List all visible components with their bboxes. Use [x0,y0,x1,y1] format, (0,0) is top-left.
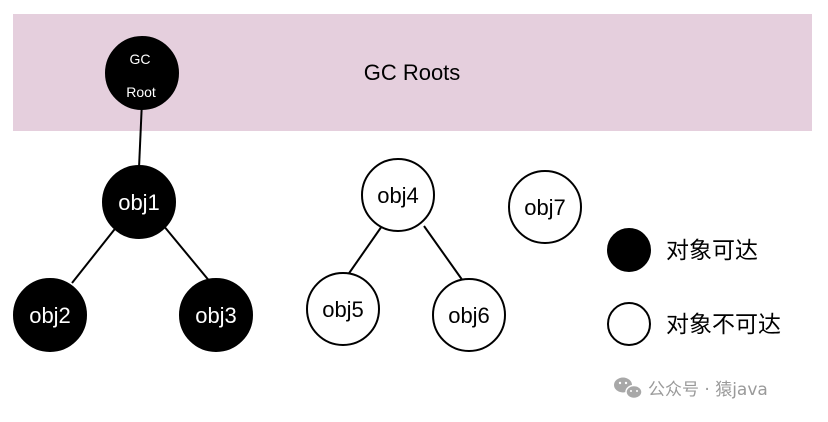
gc-root-label-line2: Root [126,84,156,100]
node-obj7: obj7 [508,170,582,244]
node-obj3: obj3 [179,278,253,352]
watermark: 公众号 · 猿java [614,377,768,400]
node-obj3-label: obj3 [195,303,237,328]
legend: 对象可达 对象不可达 [607,228,781,346]
edge-obj1-obj2 [71,224,119,284]
edge-gcroot-obj1 [138,100,143,169]
node-obj2: obj2 [13,278,87,352]
node-obj4: obj4 [361,158,435,232]
edge-obj1-obj3 [162,224,212,284]
node-obj2-label: obj2 [29,303,71,328]
node-obj7-label: obj7 [524,195,566,220]
node-obj5-label: obj5 [322,297,364,322]
gc-root-label-line1: GC [130,51,151,67]
wechat-icon [614,377,643,400]
legend-unreachable-label: 对象不可达 [666,312,781,338]
legend-reachable-swatch [607,228,651,272]
legend-reachable-label: 对象可达 [666,238,758,264]
node-obj4-label: obj4 [377,183,419,208]
node-obj1: obj1 [102,165,176,239]
node-obj5: obj5 [306,272,380,346]
node-obj6: obj6 [432,278,506,352]
node-obj6-label: obj6 [448,303,490,328]
gc-root-node: GC Root [105,36,179,110]
edge-obj4-obj5 [344,225,383,280]
watermark-text: 公众号 · 猿java [648,380,768,400]
legend-unreachable-swatch [607,302,651,346]
edge-obj4-obj6 [423,225,464,282]
gc-roots-title: GC Roots [364,60,461,85]
node-obj1-label: obj1 [118,190,160,215]
